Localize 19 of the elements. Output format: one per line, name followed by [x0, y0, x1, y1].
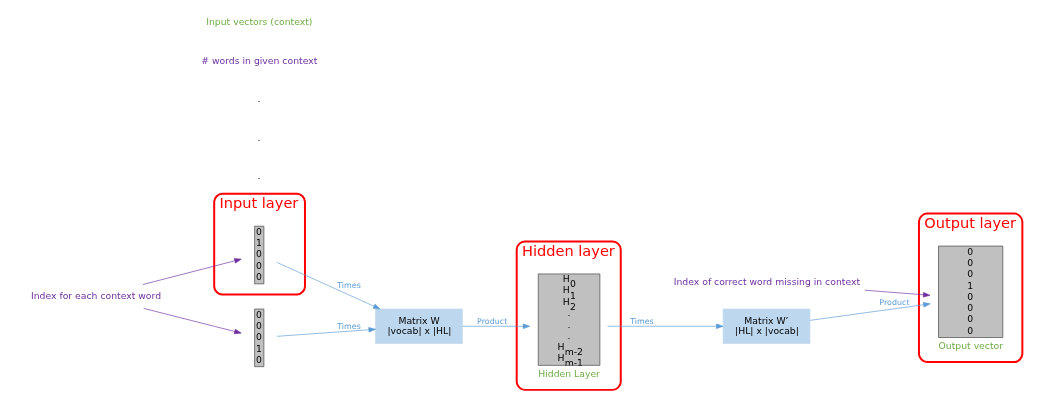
- label: .: [257, 93, 261, 105]
- label: .: [257, 131, 261, 143]
- arrow: [276, 262, 381, 310]
- arrow: [143, 308, 242, 335]
- arrow: [607, 323, 724, 329]
- arrow: [809, 302, 931, 321]
- node-label: Hidden Layer: [538, 367, 600, 379]
- label: .: [257, 169, 261, 181]
- node-text: Index for each context word: [30, 289, 162, 301]
- label: Input vectors (context): [206, 16, 313, 28]
- arrow: [276, 327, 376, 337]
- node-box: Matrix W |vocab| x |HL|: [375, 308, 463, 344]
- label: # words in given context: [201, 54, 318, 66]
- arrow: [142, 258, 242, 285]
- node-text: Index of correct word missing in context: [673, 275, 861, 287]
- arrow: [864, 289, 931, 298]
- arrow: [462, 323, 531, 329]
- node-box: Matrix W’ |HL| x |vocab|: [722, 308, 811, 344]
- node-label: Output vector: [938, 339, 1004, 351]
